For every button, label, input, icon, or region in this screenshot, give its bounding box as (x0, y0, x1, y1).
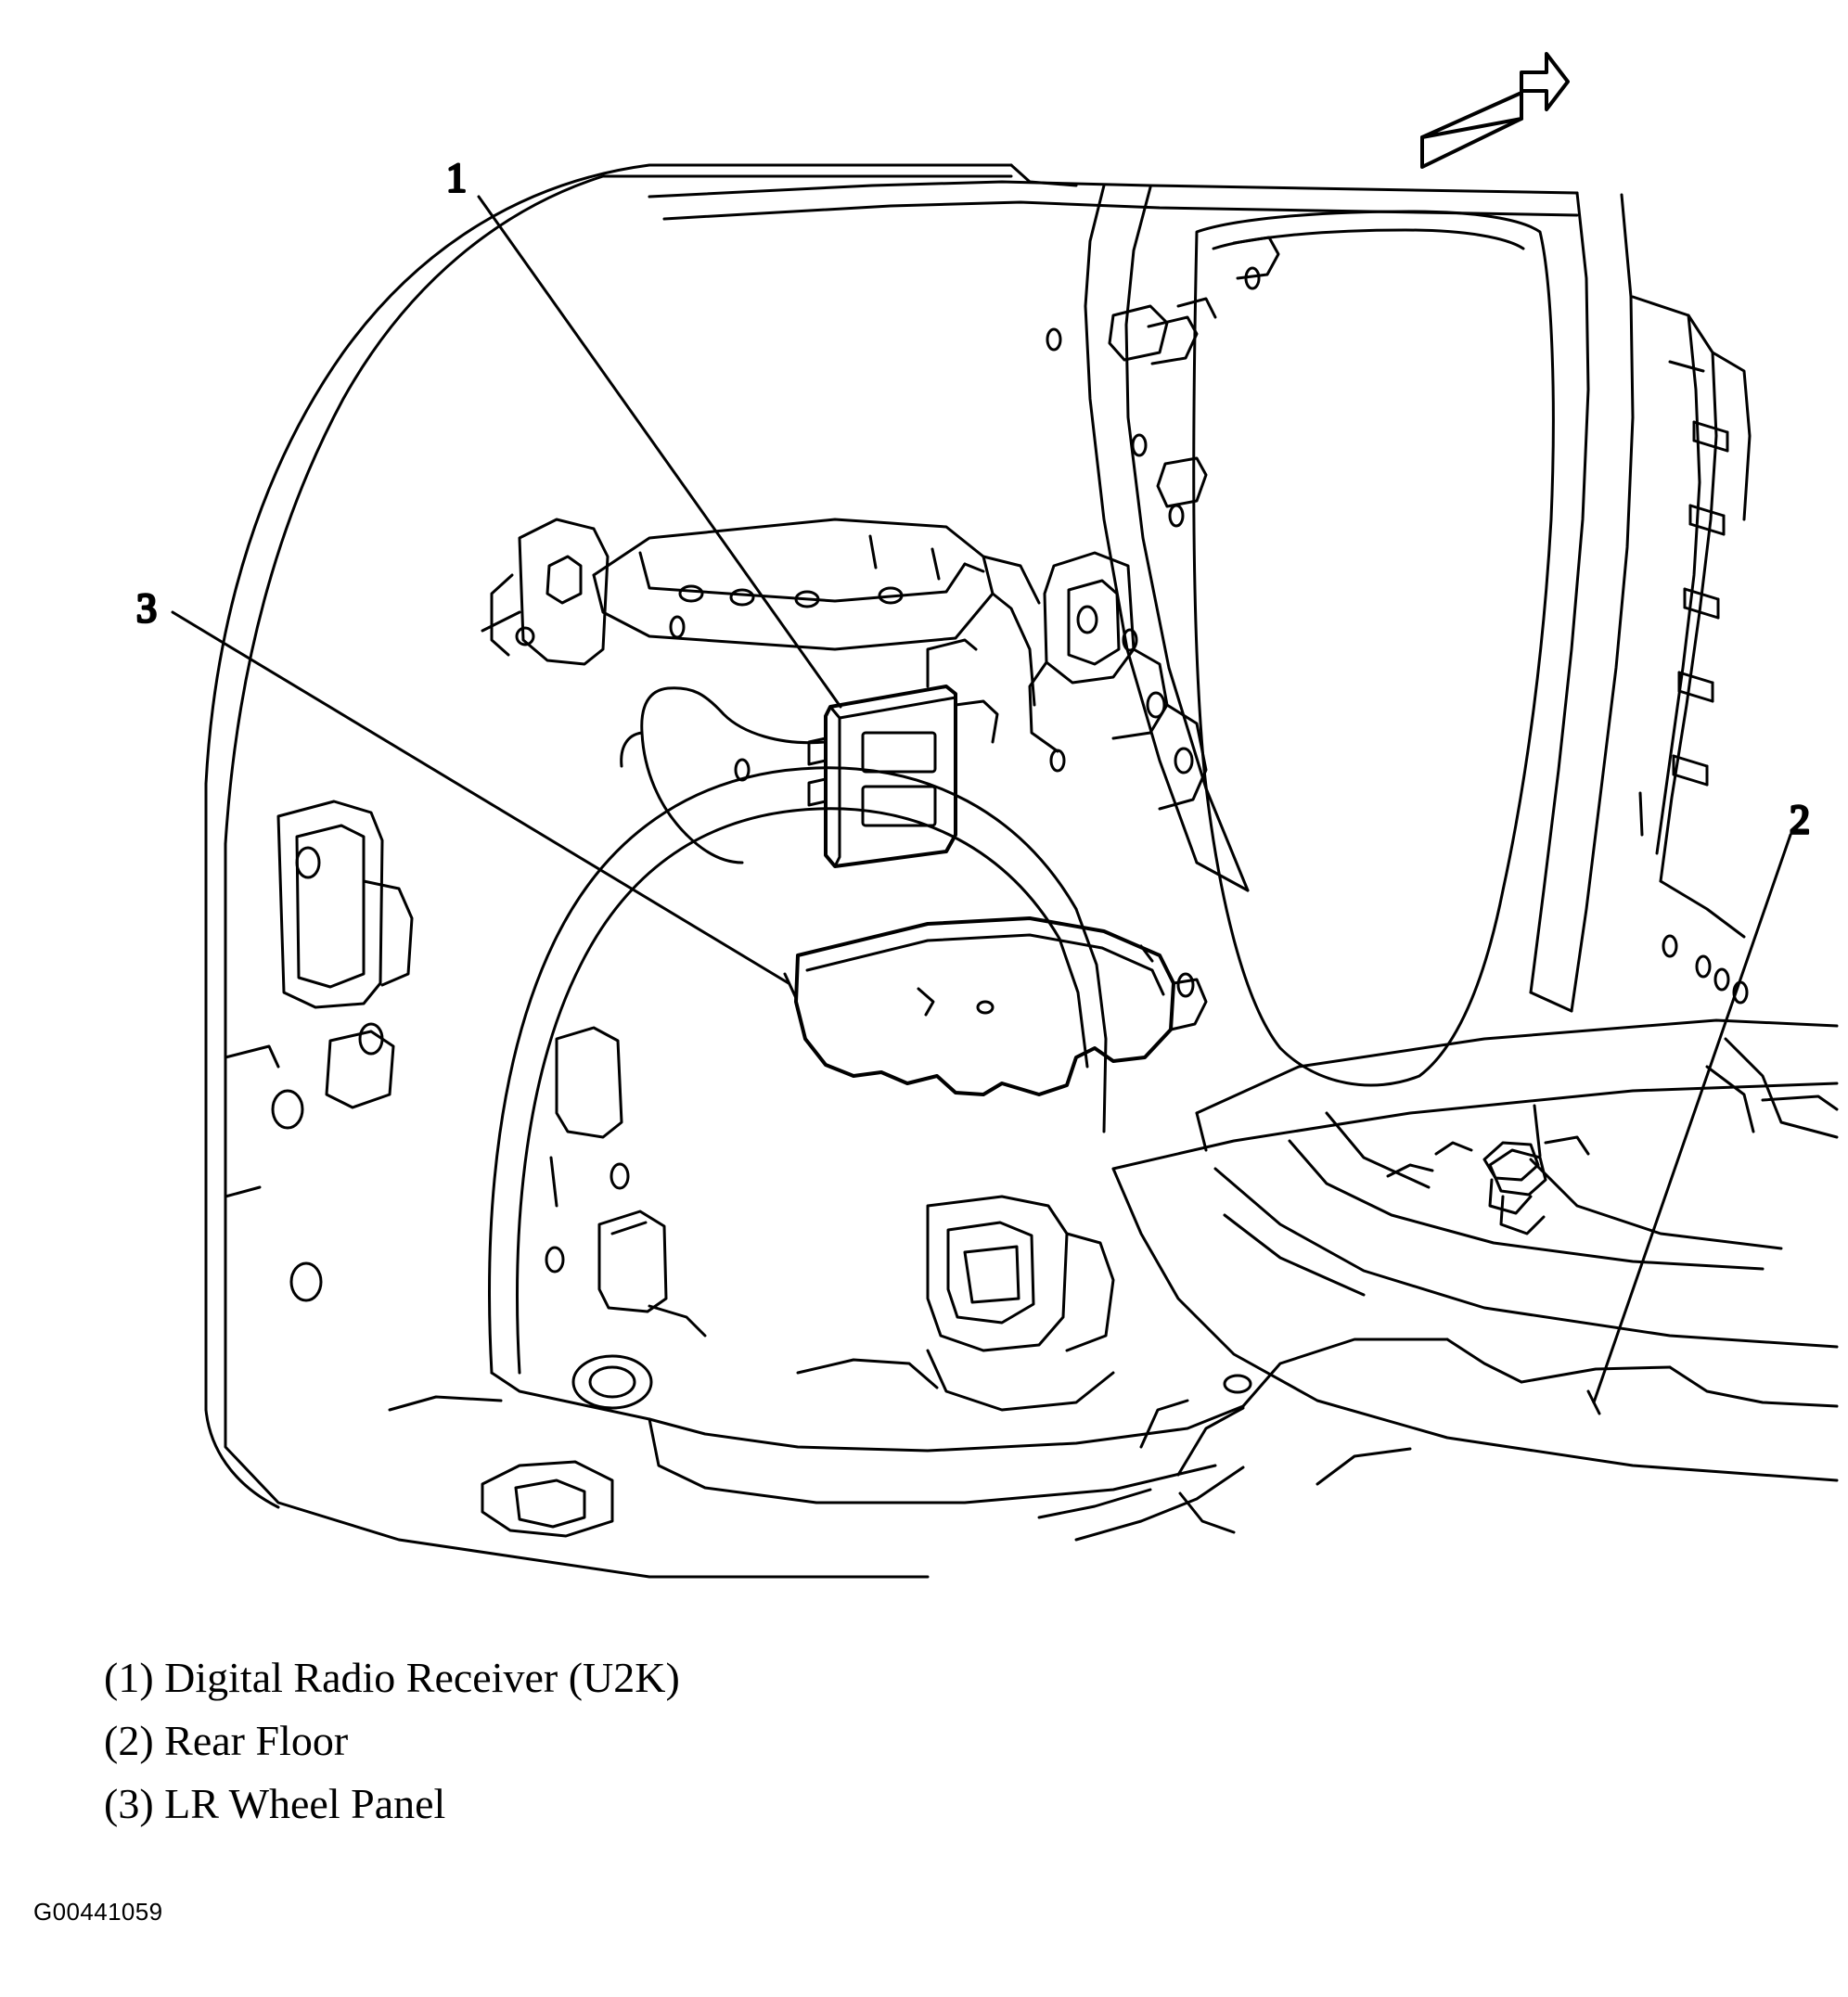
leader-line-3 (171, 610, 790, 985)
floor-heat-shield (794, 916, 1208, 1096)
leader-tick-3 (783, 972, 798, 1000)
rear-floor-panel (1111, 1018, 1839, 1482)
wheelhouse-bracket (481, 518, 610, 666)
pillar-trim (1631, 295, 1752, 1005)
legend-item-1: (1) Digital Radio Receiver (U2K) (104, 1654, 680, 1701)
roof-rail (648, 180, 1635, 1013)
legend-item-3: (3) LR Wheel Panel (104, 1780, 446, 1828)
callout-number-2: 2 (1790, 797, 1810, 842)
callout-number-1: 1 (446, 155, 467, 200)
forward-direction-arrow (1420, 52, 1570, 169)
body-outer-contour (204, 163, 1078, 1579)
center-floor-structure (648, 1195, 1245, 1504)
legend-item-2: (2) Rear Floor (104, 1717, 349, 1765)
wheelhouse-stiffeners (545, 1026, 707, 1338)
vehicle-illustration: 1 3 2 (135, 52, 1839, 1579)
package-tray-brace (592, 518, 1041, 707)
callout-number-3: 3 (136, 585, 157, 631)
leader-line-2 (1592, 833, 1792, 1404)
rear-quarter-window-opening (1192, 210, 1555, 1087)
leader-line-1 (477, 195, 842, 709)
seat-belt-anchor (1488, 1148, 1547, 1235)
lower-brace (1037, 1406, 1412, 1542)
leader-tick-2 (1586, 1389, 1601, 1415)
rocker-panel-detail (224, 800, 653, 1538)
illustration-svg: 1 3 2 (135, 52, 1839, 1579)
callout-leaders (171, 195, 1792, 1415)
figure-id-label: G00441059 (33, 1898, 163, 1926)
wheelhouse-panel (488, 766, 1108, 1421)
wiring-harness (620, 686, 828, 864)
inner-panel-bracket (1028, 551, 1208, 811)
legend: (1) Digital Radio Receiver (U2K) (2) Rea… (104, 1646, 1217, 1836)
digital-radio-receiver-module (807, 638, 999, 868)
panel-holes (669, 236, 1280, 782)
rear-rail-clips (1386, 1135, 1590, 1215)
